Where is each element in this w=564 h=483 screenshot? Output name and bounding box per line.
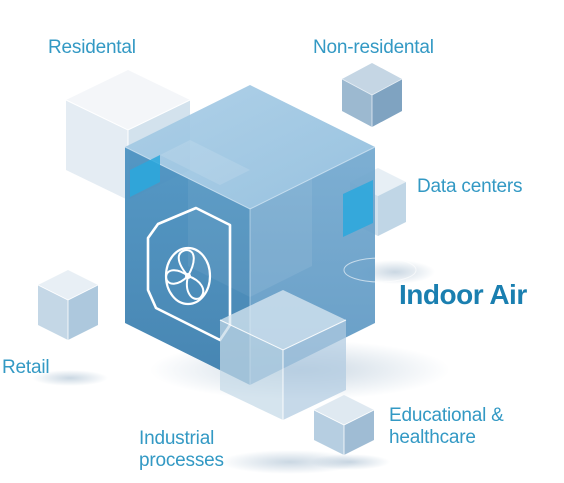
- label-educational-line2: healthcare: [389, 427, 476, 448]
- label-non-residental: Non-residental: [313, 37, 434, 58]
- label-indoor-air: Indoor Air: [399, 279, 527, 310]
- cube-retail: [37, 270, 99, 340]
- label-data-centers: Data centers: [417, 176, 523, 197]
- label-industrial-line2: processes: [139, 450, 224, 471]
- label-residental: Residental: [48, 37, 136, 58]
- cube-non-residental: [341, 63, 403, 127]
- shadow-retail: [32, 370, 108, 386]
- cube-industrial: [219, 290, 347, 420]
- label-educational: Educational & healthcare: [389, 405, 504, 449]
- label-industrial-line1: Industrial: [139, 428, 215, 449]
- label-educational-line1: Educational &: [389, 405, 504, 426]
- shadow-education: [310, 454, 390, 470]
- label-industrial: Industrial processes: [139, 428, 224, 472]
- accent-ring: [343, 257, 417, 283]
- label-retail: Retail: [2, 357, 50, 378]
- cube-educational: [313, 395, 375, 455]
